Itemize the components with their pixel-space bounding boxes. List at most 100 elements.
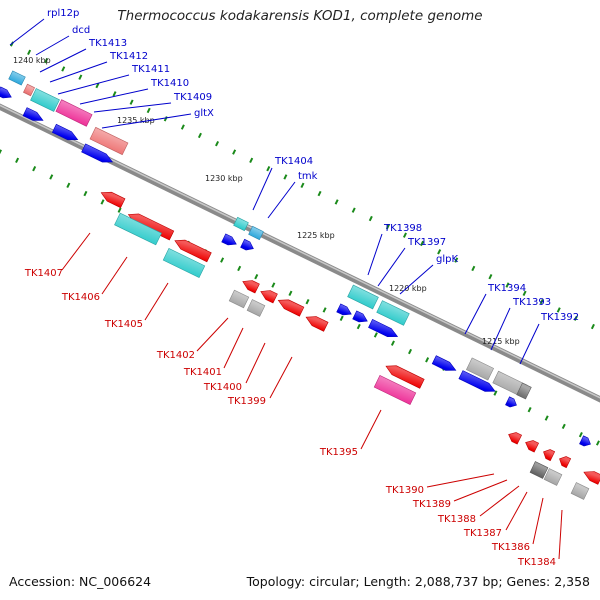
label-leader-line xyxy=(360,409,382,450)
gene-label-forward[interactable]: rpl12p xyxy=(47,8,79,19)
cds-reverse-feature[interactable] xyxy=(525,440,540,453)
gene-label-forward[interactable]: TK1392 xyxy=(540,312,579,323)
gene-label-forward[interactable]: TK1393 xyxy=(512,297,551,308)
gene-label-reverse[interactable]: TK1405 xyxy=(104,319,143,330)
gene-label-reverse[interactable]: TK1388 xyxy=(437,514,476,525)
label-leader-line xyxy=(49,61,108,83)
rrna-feature[interactable] xyxy=(30,88,60,112)
label-leader-line xyxy=(519,323,540,365)
cds-reverse-feature[interactable] xyxy=(260,290,278,304)
gene-label-forward[interactable]: TK1398 xyxy=(383,223,422,234)
ruler-tick xyxy=(61,66,66,72)
rna-feature[interactable] xyxy=(55,99,93,127)
gene-label-forward[interactable]: TK1409 xyxy=(173,92,212,103)
ruler-tick xyxy=(129,99,134,105)
gene-label-forward[interactable]: tmk xyxy=(298,171,318,182)
ruler-tick xyxy=(78,74,83,80)
pseudo-feature[interactable] xyxy=(543,468,563,486)
gene-label-reverse[interactable]: TK1402 xyxy=(156,350,195,361)
cds-forward-feature[interactable] xyxy=(0,86,12,99)
cds-forward-feature[interactable] xyxy=(240,238,254,251)
label-leader-line xyxy=(252,167,273,211)
gene-label-reverse[interactable]: TK1406 xyxy=(61,292,100,303)
gene-label-forward[interactable]: dcd xyxy=(72,25,90,36)
gene-label-forward[interactable]: TK1410 xyxy=(150,78,189,89)
cds-forward-feature[interactable] xyxy=(579,435,591,447)
cds-forward-feature[interactable] xyxy=(505,396,517,408)
ruler-tick xyxy=(83,190,88,197)
pseudo-feature[interactable] xyxy=(465,357,495,381)
rrna-feature[interactable] xyxy=(376,300,410,326)
gene-label-reverse[interactable]: TK1400 xyxy=(203,382,242,393)
pseudo-feature[interactable] xyxy=(228,289,250,309)
cds-reverse-feature[interactable] xyxy=(277,299,305,317)
misc-feature[interactable] xyxy=(529,461,549,479)
cds-reverse-feature[interactable] xyxy=(559,456,572,469)
gene-label-reverse[interactable]: TK1384 xyxy=(517,557,556,568)
cds-forward-feature[interactable] xyxy=(221,233,237,246)
cds-forward-feature[interactable] xyxy=(431,355,457,371)
gene-label-reverse[interactable]: TK1386 xyxy=(491,542,530,553)
cds-reverse-feature[interactable] xyxy=(100,191,126,209)
ruler-tick xyxy=(420,240,425,247)
pseudo-feature[interactable] xyxy=(246,299,266,317)
rrna-feature[interactable] xyxy=(347,284,379,310)
ruler-tick xyxy=(573,315,578,321)
misc-feature[interactable] xyxy=(22,83,36,97)
cds-reverse-feature[interactable] xyxy=(174,239,212,263)
ruler-label: 1240 kbp xyxy=(13,56,51,65)
rna-feature[interactable] xyxy=(373,374,417,406)
gene-label-reverse[interactable]: TK1387 xyxy=(463,528,502,539)
label-leader-line xyxy=(144,282,169,321)
cds-forward-feature[interactable] xyxy=(336,303,352,316)
ruler-label: 1215 kbp xyxy=(482,337,520,346)
cds-reverse-feature[interactable] xyxy=(508,432,523,445)
cds-forward-feature[interactable] xyxy=(458,370,496,392)
ruler-label: 1220 kbp xyxy=(389,284,427,293)
cds-reverse-feature[interactable] xyxy=(305,316,329,332)
gene-label-forward[interactable]: TK1394 xyxy=(487,283,526,294)
cds-reverse-feature[interactable] xyxy=(385,365,425,389)
cds-forward-feature[interactable] xyxy=(81,143,114,163)
cds-forward-feature[interactable] xyxy=(22,107,44,121)
cds-reverse-feature[interactable] xyxy=(242,280,260,294)
ruler-tick xyxy=(249,157,254,164)
gene-label-reverse[interactable]: TK1401 xyxy=(183,367,222,378)
gene-label-forward[interactable]: TK1404 xyxy=(274,156,313,167)
ruler-tick xyxy=(544,415,549,421)
label-leader-line xyxy=(196,317,229,352)
gene-label-forward[interactable]: TK1412 xyxy=(109,51,148,62)
gene-label-reverse[interactable]: TK1389 xyxy=(412,499,451,510)
cds-reverse-feature[interactable] xyxy=(543,449,556,462)
rrna-feature[interactable] xyxy=(162,247,206,279)
gene-label-forward[interactable]: glpK xyxy=(436,254,458,265)
pseudo-feature[interactable] xyxy=(570,482,590,500)
gene-label-reverse[interactable]: TK1390 xyxy=(385,485,424,496)
ruler-tick xyxy=(390,340,395,346)
map-title: Thermococcus kodakarensis KOD1, complete… xyxy=(117,8,483,24)
gene-label-forward[interactable]: TK1397 xyxy=(407,237,446,248)
cds-forward-feature[interactable] xyxy=(352,310,368,323)
gene-label-reverse[interactable]: TK1399 xyxy=(227,396,266,407)
ruler-tick xyxy=(27,49,32,55)
ruler-tick xyxy=(32,165,37,172)
cds-forward-feature[interactable] xyxy=(51,123,79,141)
trna-feature[interactable] xyxy=(248,225,264,241)
gene-label-reverse[interactable]: TK1395 xyxy=(319,447,358,458)
genome-summary-text: Topology: circular; Length: 2,088,737 bp… xyxy=(246,574,590,589)
trna-feature[interactable] xyxy=(233,216,249,232)
gene-label-forward[interactable]: TK1413 xyxy=(88,38,127,49)
cds-reverse-feature[interactable] xyxy=(583,471,600,485)
trna-feature[interactable] xyxy=(8,70,26,86)
gene-label-forward[interactable]: gltX xyxy=(194,108,214,119)
misc-feature[interactable] xyxy=(89,126,129,156)
gene-label-forward[interactable]: TK1411 xyxy=(131,64,170,75)
label-leader-line xyxy=(101,113,192,129)
misc-feature[interactable] xyxy=(516,382,532,400)
gene-label-reverse[interactable]: TK1407 xyxy=(24,268,63,279)
cds-forward-feature[interactable] xyxy=(368,318,399,338)
ruler-tick xyxy=(437,249,442,255)
ruler-tick xyxy=(300,182,305,188)
ruler-tick xyxy=(163,116,168,122)
rrna-feature[interactable] xyxy=(114,212,162,246)
